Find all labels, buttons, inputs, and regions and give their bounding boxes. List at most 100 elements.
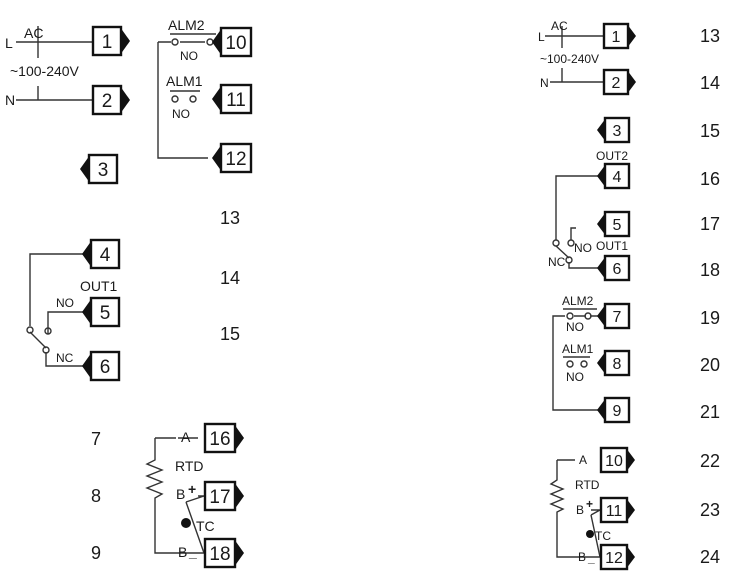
left-out1-no-contact	[44, 327, 52, 335]
right-terminal-1: 1	[602, 22, 636, 50]
left-wiring-diagram: AC L ~100-240V N ALM2 NO ALM1 NO OUT1	[5, 17, 253, 569]
right-number-15: 15	[700, 121, 720, 141]
right-number-24: 24	[700, 547, 720, 567]
right-alm1-contact-b	[580, 360, 588, 368]
right-voltage-label: ~100-240V	[540, 52, 599, 66]
left-sensor-b-minus-label: B	[178, 544, 187, 560]
right-terminal-10-number: 10	[605, 453, 623, 470]
left-terminal-11: 11	[212, 83, 253, 115]
left-terminal-2-number: 2	[102, 91, 113, 112]
left-out1-wiring: OUT1 NO NC	[26, 253, 118, 367]
right-terminal-9: 9	[597, 396, 631, 424]
left-alm1-label: ALM1	[166, 73, 203, 89]
right-terminal-11-number: 11	[606, 503, 623, 520]
right-out1-no-contact	[567, 239, 575, 247]
right-terminal-6-number: 6	[613, 261, 622, 278]
right-terminal-4: 4	[597, 162, 631, 190]
right-number-17: 17	[700, 214, 720, 234]
left-alm2-contact-a	[171, 38, 179, 46]
right-l-label: L	[538, 30, 545, 44]
right-n-label: N	[540, 76, 549, 90]
left-n-label: N	[5, 92, 15, 108]
right-power-wiring: AC L ~100-240V N	[538, 19, 603, 90]
right-terminal-5-number: 5	[613, 217, 622, 234]
right-alm1-label: ALM1	[562, 342, 594, 356]
right-out1-nc-contact	[565, 256, 573, 264]
right-ac-label: AC	[551, 19, 568, 33]
right-number-18: 18	[700, 260, 720, 280]
left-terminal-1: 1	[91, 25, 130, 57]
left-terminal-18: 18	[203, 537, 244, 569]
right-sensor-wiring: A RTD B + TC B _	[549, 453, 611, 565]
right-number-19: 19	[700, 308, 720, 328]
left-rtd-label: RTD	[175, 458, 204, 474]
right-sensor-a-label: A	[579, 453, 587, 467]
left-sensor-b-plus-label: B	[176, 486, 185, 502]
right-terminal-3-number: 3	[613, 123, 622, 140]
left-tc-label: TC	[196, 518, 215, 534]
right-terminal-1-number: 1	[612, 29, 621, 46]
right-out1-nc-label: NC	[548, 255, 566, 269]
left-tc-junction	[181, 518, 191, 528]
right-sensor-b-minus-label: B	[578, 550, 586, 564]
right-number-16: 16	[700, 169, 720, 189]
left-terminal-10: 10	[212, 26, 253, 58]
right-number-13: 13	[700, 26, 720, 46]
right-plus-sign: +	[586, 497, 593, 511]
left-terminal-18-number: 18	[209, 544, 230, 565]
right-terminal-7: 7	[597, 302, 631, 330]
left-alarm-wiring: ALM2 NO ALM1 NO	[157, 17, 222, 159]
right-terminal-2-number: 2	[612, 75, 621, 92]
left-number-14: 14	[220, 268, 240, 288]
right-tc-label: TC	[595, 529, 611, 543]
left-terminal-3-number: 3	[98, 160, 109, 181]
right-number-14: 14	[700, 73, 720, 93]
right-terminal-11: 11	[599, 496, 635, 524]
left-alm1-contact-a	[171, 95, 179, 103]
left-terminal-5-number: 5	[100, 303, 111, 324]
left-terminal-16-number: 16	[209, 429, 230, 450]
right-wiring-diagram: AC L ~100-240V N OUT2 OUT1 NO NC ALM2 NO	[538, 19, 720, 571]
left-ac-label: AC	[24, 25, 43, 41]
left-terminal-12-number: 12	[225, 149, 246, 170]
left-terminal-6: 6	[82, 350, 121, 382]
left-alm1-no-label: NO	[172, 107, 190, 121]
left-sensor-a-label: A	[181, 429, 191, 445]
left-power-wiring: AC L ~100-240V N	[5, 25, 92, 108]
left-terminal-4: 4	[82, 238, 121, 270]
left-sensor-wiring: A RTD B + TC B _	[145, 429, 215, 560]
left-terminal-11-number: 11	[226, 90, 246, 111]
left-terminal-3: 3	[80, 153, 119, 185]
left-l-label: L	[5, 35, 13, 51]
right-terminal-3: 3	[597, 116, 631, 144]
left-out1-nc-contact	[42, 346, 50, 354]
right-tc-junction	[586, 530, 594, 538]
left-terminal-17-number: 17	[209, 487, 230, 508]
right-terminal-6: 6	[597, 254, 631, 282]
right-alm1-no-label: NO	[566, 370, 584, 384]
right-alm2-no-label: NO	[566, 320, 584, 334]
left-alm1-contact-b	[189, 95, 197, 103]
right-out1-pivot	[552, 239, 560, 247]
left-terminal-10-number: 10	[225, 33, 246, 54]
right-out1-label: OUT1	[596, 239, 628, 253]
left-out1-pivot	[26, 326, 34, 334]
left-alm2-label: ALM2	[168, 17, 205, 33]
left-terminal-1-number: 1	[102, 32, 113, 53]
right-out-wiring: OUT2 OUT1 NO NC	[548, 149, 628, 269]
right-terminal-5: 5	[597, 210, 631, 238]
left-terminal-4-number: 4	[100, 245, 111, 266]
right-sensor-b-plus-label: B	[576, 503, 584, 517]
left-out1-no-label: NO	[56, 296, 74, 310]
right-alarm-wiring: ALM2 NO ALM1 NO	[552, 294, 603, 411]
left-out1-label: OUT1	[80, 278, 118, 294]
right-out2-label: OUT2	[596, 149, 628, 163]
left-number-9: 9	[91, 543, 101, 563]
left-number-15: 15	[220, 324, 240, 344]
left-terminal-17: 17	[203, 480, 244, 512]
left-terminal-16: 16	[203, 422, 244, 454]
right-terminal-7-number: 7	[613, 309, 622, 326]
left-number-8: 8	[91, 486, 101, 506]
right-alm2-label: ALM2	[562, 294, 594, 308]
right-rtd-label: RTD	[575, 478, 600, 492]
